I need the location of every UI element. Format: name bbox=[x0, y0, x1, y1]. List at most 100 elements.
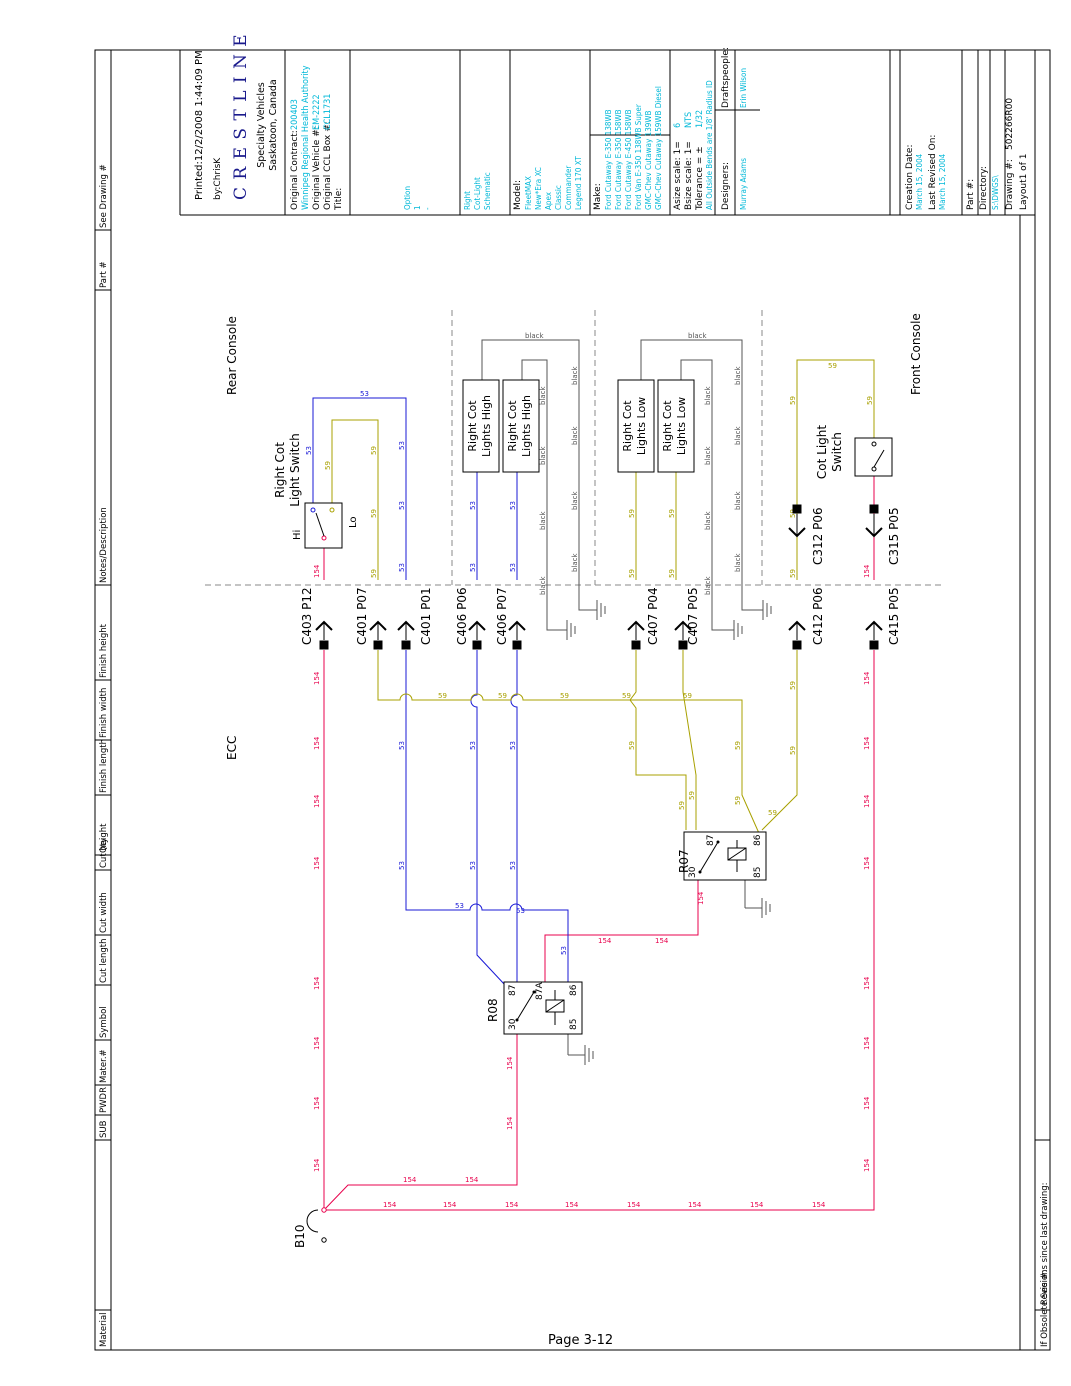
wire-59-labels: 59 59 59 59 59 59 59 59 59 59 59 59 59 5… bbox=[324, 362, 874, 817]
label-black-q: black bbox=[704, 510, 712, 530]
label-c401a: C401 P07 bbox=[355, 587, 369, 645]
label-154-ab: 154 bbox=[863, 736, 871, 750]
label-59-q: 59 bbox=[734, 741, 742, 750]
label-black-k: black bbox=[734, 365, 742, 385]
model-3: Apex bbox=[544, 191, 553, 210]
b10-label: B10 bbox=[293, 1224, 307, 1248]
label-154-d: 154 bbox=[313, 976, 321, 990]
label-black-m: black bbox=[734, 490, 742, 510]
wire-59-c407-r07 bbox=[629, 650, 687, 830]
header-mater: Mater.# bbox=[99, 1049, 109, 1083]
make-1: Ford Cutaway E-350 138WB bbox=[604, 109, 613, 210]
r08-pin-85: 85 bbox=[569, 1019, 579, 1030]
label-154-y: 154 bbox=[863, 976, 871, 990]
label-black-j: black bbox=[539, 575, 547, 595]
relay-r08 bbox=[503, 981, 583, 1035]
make-label: Make: bbox=[593, 183, 603, 210]
label-59-d: 59 bbox=[370, 569, 378, 578]
wire-59-group bbox=[331, 359, 875, 841]
wire-black-high bbox=[481, 339, 597, 611]
cot-switch-label-1: Cot Light bbox=[815, 425, 829, 479]
r07-pin-85: 85 bbox=[753, 867, 763, 878]
label-59-z: 59 bbox=[866, 396, 874, 405]
label-154-c: 154 bbox=[313, 1036, 321, 1050]
option-line-1: 1 bbox=[413, 205, 422, 210]
label-c406b: C406 P07 bbox=[495, 587, 509, 645]
asize-label: Asize scale: 1= bbox=[673, 141, 683, 210]
label-53-e: 53 bbox=[398, 563, 406, 572]
ground-icon bbox=[567, 1030, 594, 1065]
revisions-label: Revisions since last drawing: bbox=[1040, 1182, 1050, 1305]
label-154-ad: 154 bbox=[863, 564, 871, 578]
label-154-o: 154 bbox=[688, 1201, 702, 1209]
make-6: GMC-Chev Cutaway 159WB Diesel bbox=[654, 86, 663, 210]
label-black-f: black bbox=[571, 552, 579, 572]
wire-53-c406-r08-87 bbox=[470, 650, 506, 986]
ground-icon bbox=[566, 620, 576, 640]
label-59-h: 59 bbox=[622, 692, 631, 700]
wire-black-low-2 bbox=[680, 359, 734, 631]
tolerance-label: Tolerance = ± bbox=[695, 146, 705, 211]
zone-front-console: Front Console bbox=[909, 313, 923, 395]
wire-53-c406-r08-87b bbox=[510, 650, 518, 985]
label-154-g: 154 bbox=[313, 736, 321, 750]
label-59-t: 59 bbox=[789, 746, 797, 755]
obsolete-label: If Obsolete See #: bbox=[1040, 1270, 1050, 1347]
r08-pin-30: 30 bbox=[508, 1018, 518, 1030]
label-black-e: black bbox=[571, 490, 579, 510]
wire-59-c412-r07 bbox=[761, 650, 798, 831]
label-black-d: black bbox=[571, 425, 579, 445]
option-line-2: - bbox=[423, 207, 432, 210]
label-59-i: 59 bbox=[683, 692, 692, 700]
lights-low-2-line1: Right Cot bbox=[661, 400, 674, 452]
label-59-y: 59 bbox=[828, 362, 837, 370]
label-59-r: 59 bbox=[734, 796, 742, 805]
label-154-aa: 154 bbox=[863, 794, 871, 808]
make-2: Ford Cutaway E-350 158WB bbox=[614, 109, 623, 210]
label-53-q: 53 bbox=[516, 907, 525, 915]
label-154-w: 154 bbox=[863, 1096, 871, 1110]
label-154-i: 154 bbox=[313, 564, 321, 578]
header-finish-length: Finish length bbox=[99, 739, 109, 793]
switch-lo-label: Lo bbox=[348, 516, 359, 528]
company-city: Saskatoon, Canada bbox=[268, 79, 279, 171]
title-label: Title: bbox=[334, 188, 344, 211]
label-black-l: black bbox=[734, 425, 742, 445]
zone-rear-console: Rear Console bbox=[225, 316, 239, 395]
r07-pin-87: 87 bbox=[706, 835, 716, 846]
lights-low-box-1 bbox=[617, 379, 655, 473]
page-number: Page 3-12 bbox=[548, 1333, 614, 1348]
wire-59-c312-cot-switch bbox=[796, 359, 875, 580]
label-59-v: 59 bbox=[789, 396, 797, 405]
right-cot-switch-label-2: Light Switch bbox=[288, 433, 302, 506]
title-line-2: Cot-Light bbox=[473, 177, 482, 210]
label-53-n: 53 bbox=[509, 741, 517, 750]
label-53-p: 53 bbox=[455, 902, 464, 910]
model-5: Commander bbox=[564, 166, 573, 210]
header-cut-height: Cut height bbox=[99, 823, 109, 868]
header-finish-width: Finish width bbox=[99, 688, 109, 738]
r07-pin-86: 86 bbox=[753, 834, 763, 846]
label-black-p: black bbox=[704, 445, 712, 465]
label-154-t: 154 bbox=[506, 1116, 514, 1130]
label-black-g: black bbox=[539, 385, 547, 405]
label-154-k: 154 bbox=[443, 1201, 457, 1209]
label-black-o: black bbox=[704, 385, 712, 405]
label-c315: C315 P05 bbox=[887, 507, 901, 565]
make-5: GMC-Chev Cutaway 139WB bbox=[644, 111, 653, 210]
original-contract: 200403 bbox=[290, 99, 300, 130]
wire-59-c401-r07-86 bbox=[377, 650, 763, 841]
label-154-u: 154 bbox=[506, 1056, 514, 1070]
wire-black-group bbox=[481, 339, 763, 631]
wire-59-c407b-r07 bbox=[682, 650, 697, 830]
label-53-b: 53 bbox=[305, 446, 313, 455]
connector-c406b bbox=[508, 620, 526, 650]
designers-label: Designers: bbox=[721, 162, 731, 210]
relay-r07 bbox=[683, 831, 767, 881]
label-53-a: 53 bbox=[360, 390, 369, 398]
header-sub: SUB bbox=[99, 1120, 109, 1138]
label-154-v: 154 bbox=[863, 1158, 871, 1172]
label-154-a: 154 bbox=[313, 1158, 321, 1172]
make-3: Ford Cutaway E-450 158WB bbox=[624, 109, 633, 210]
